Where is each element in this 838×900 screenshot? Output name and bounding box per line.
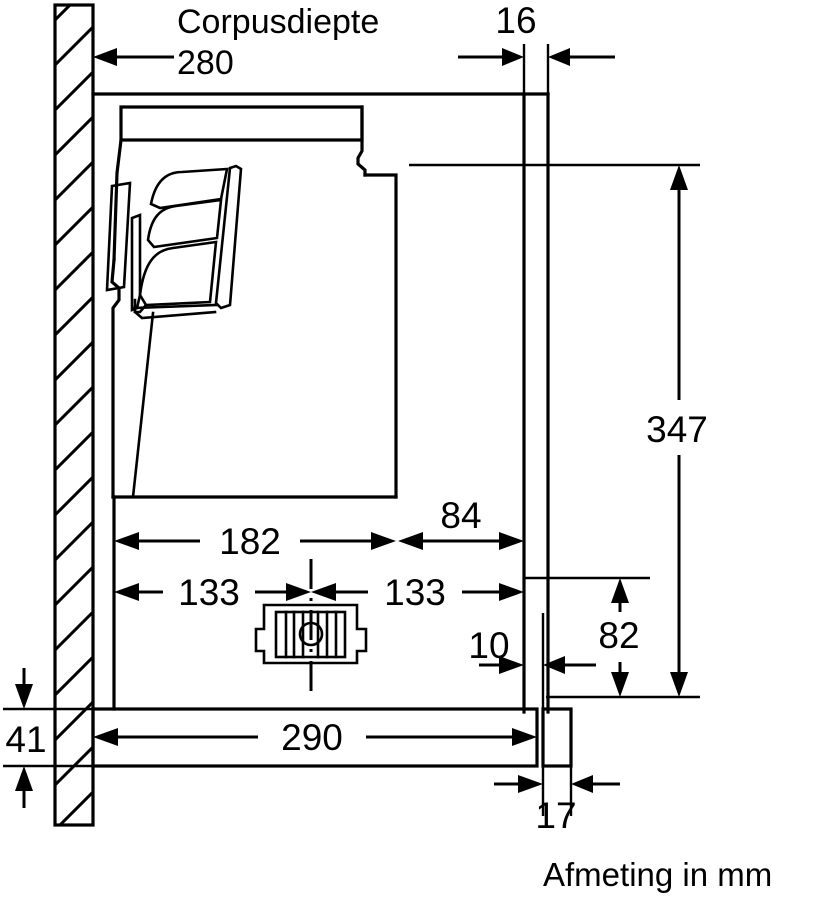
dimension-41 bbox=[15, 668, 33, 808]
dimension-182 bbox=[114, 532, 396, 550]
motor-housing-detail bbox=[254, 603, 368, 665]
dimension-label-17: 17 bbox=[535, 795, 576, 836]
wall-hatching bbox=[55, 5, 93, 825]
dimension-133-left bbox=[114, 583, 311, 601]
dimension-133-right bbox=[311, 583, 524, 601]
dimension-label-84: 84 bbox=[440, 495, 481, 536]
dimension-label-290: 290 bbox=[281, 717, 343, 758]
dimension-16 bbox=[458, 48, 615, 66]
dimension-label-133-right: 133 bbox=[384, 572, 446, 613]
corpusdiepte-label: Corpusdiepte bbox=[177, 3, 379, 41]
dimension-84 bbox=[398, 532, 524, 550]
dimension-82 bbox=[611, 578, 629, 697]
wall-section bbox=[53, 3, 95, 827]
bottom-bar bbox=[91, 495, 573, 768]
cabinet-outline bbox=[91, 92, 550, 714]
dimension-label-82: 82 bbox=[598, 615, 639, 656]
dimension-10 bbox=[479, 656, 596, 674]
dimension-label-133-left: 133 bbox=[178, 572, 240, 613]
dimension-label-182: 182 bbox=[219, 521, 281, 562]
dimension-290 bbox=[93, 728, 537, 746]
pullout-filter-detail bbox=[105, 164, 243, 320]
dimension-label-347: 347 bbox=[646, 409, 708, 450]
dimension-17 bbox=[494, 775, 620, 793]
hood-body bbox=[110, 105, 398, 499]
dimension-label-16: 16 bbox=[495, 0, 536, 41]
corpusdiepte-value: 280 bbox=[177, 44, 234, 82]
dimension-corpusdiepte bbox=[93, 48, 174, 66]
dimension-347 bbox=[670, 165, 688, 697]
dimension-label-10: 10 bbox=[468, 625, 509, 666]
dimension-label-41: 41 bbox=[5, 719, 46, 760]
extension-lines bbox=[3, 44, 700, 816]
unit-note: Afmeting in mm bbox=[543, 856, 772, 893]
